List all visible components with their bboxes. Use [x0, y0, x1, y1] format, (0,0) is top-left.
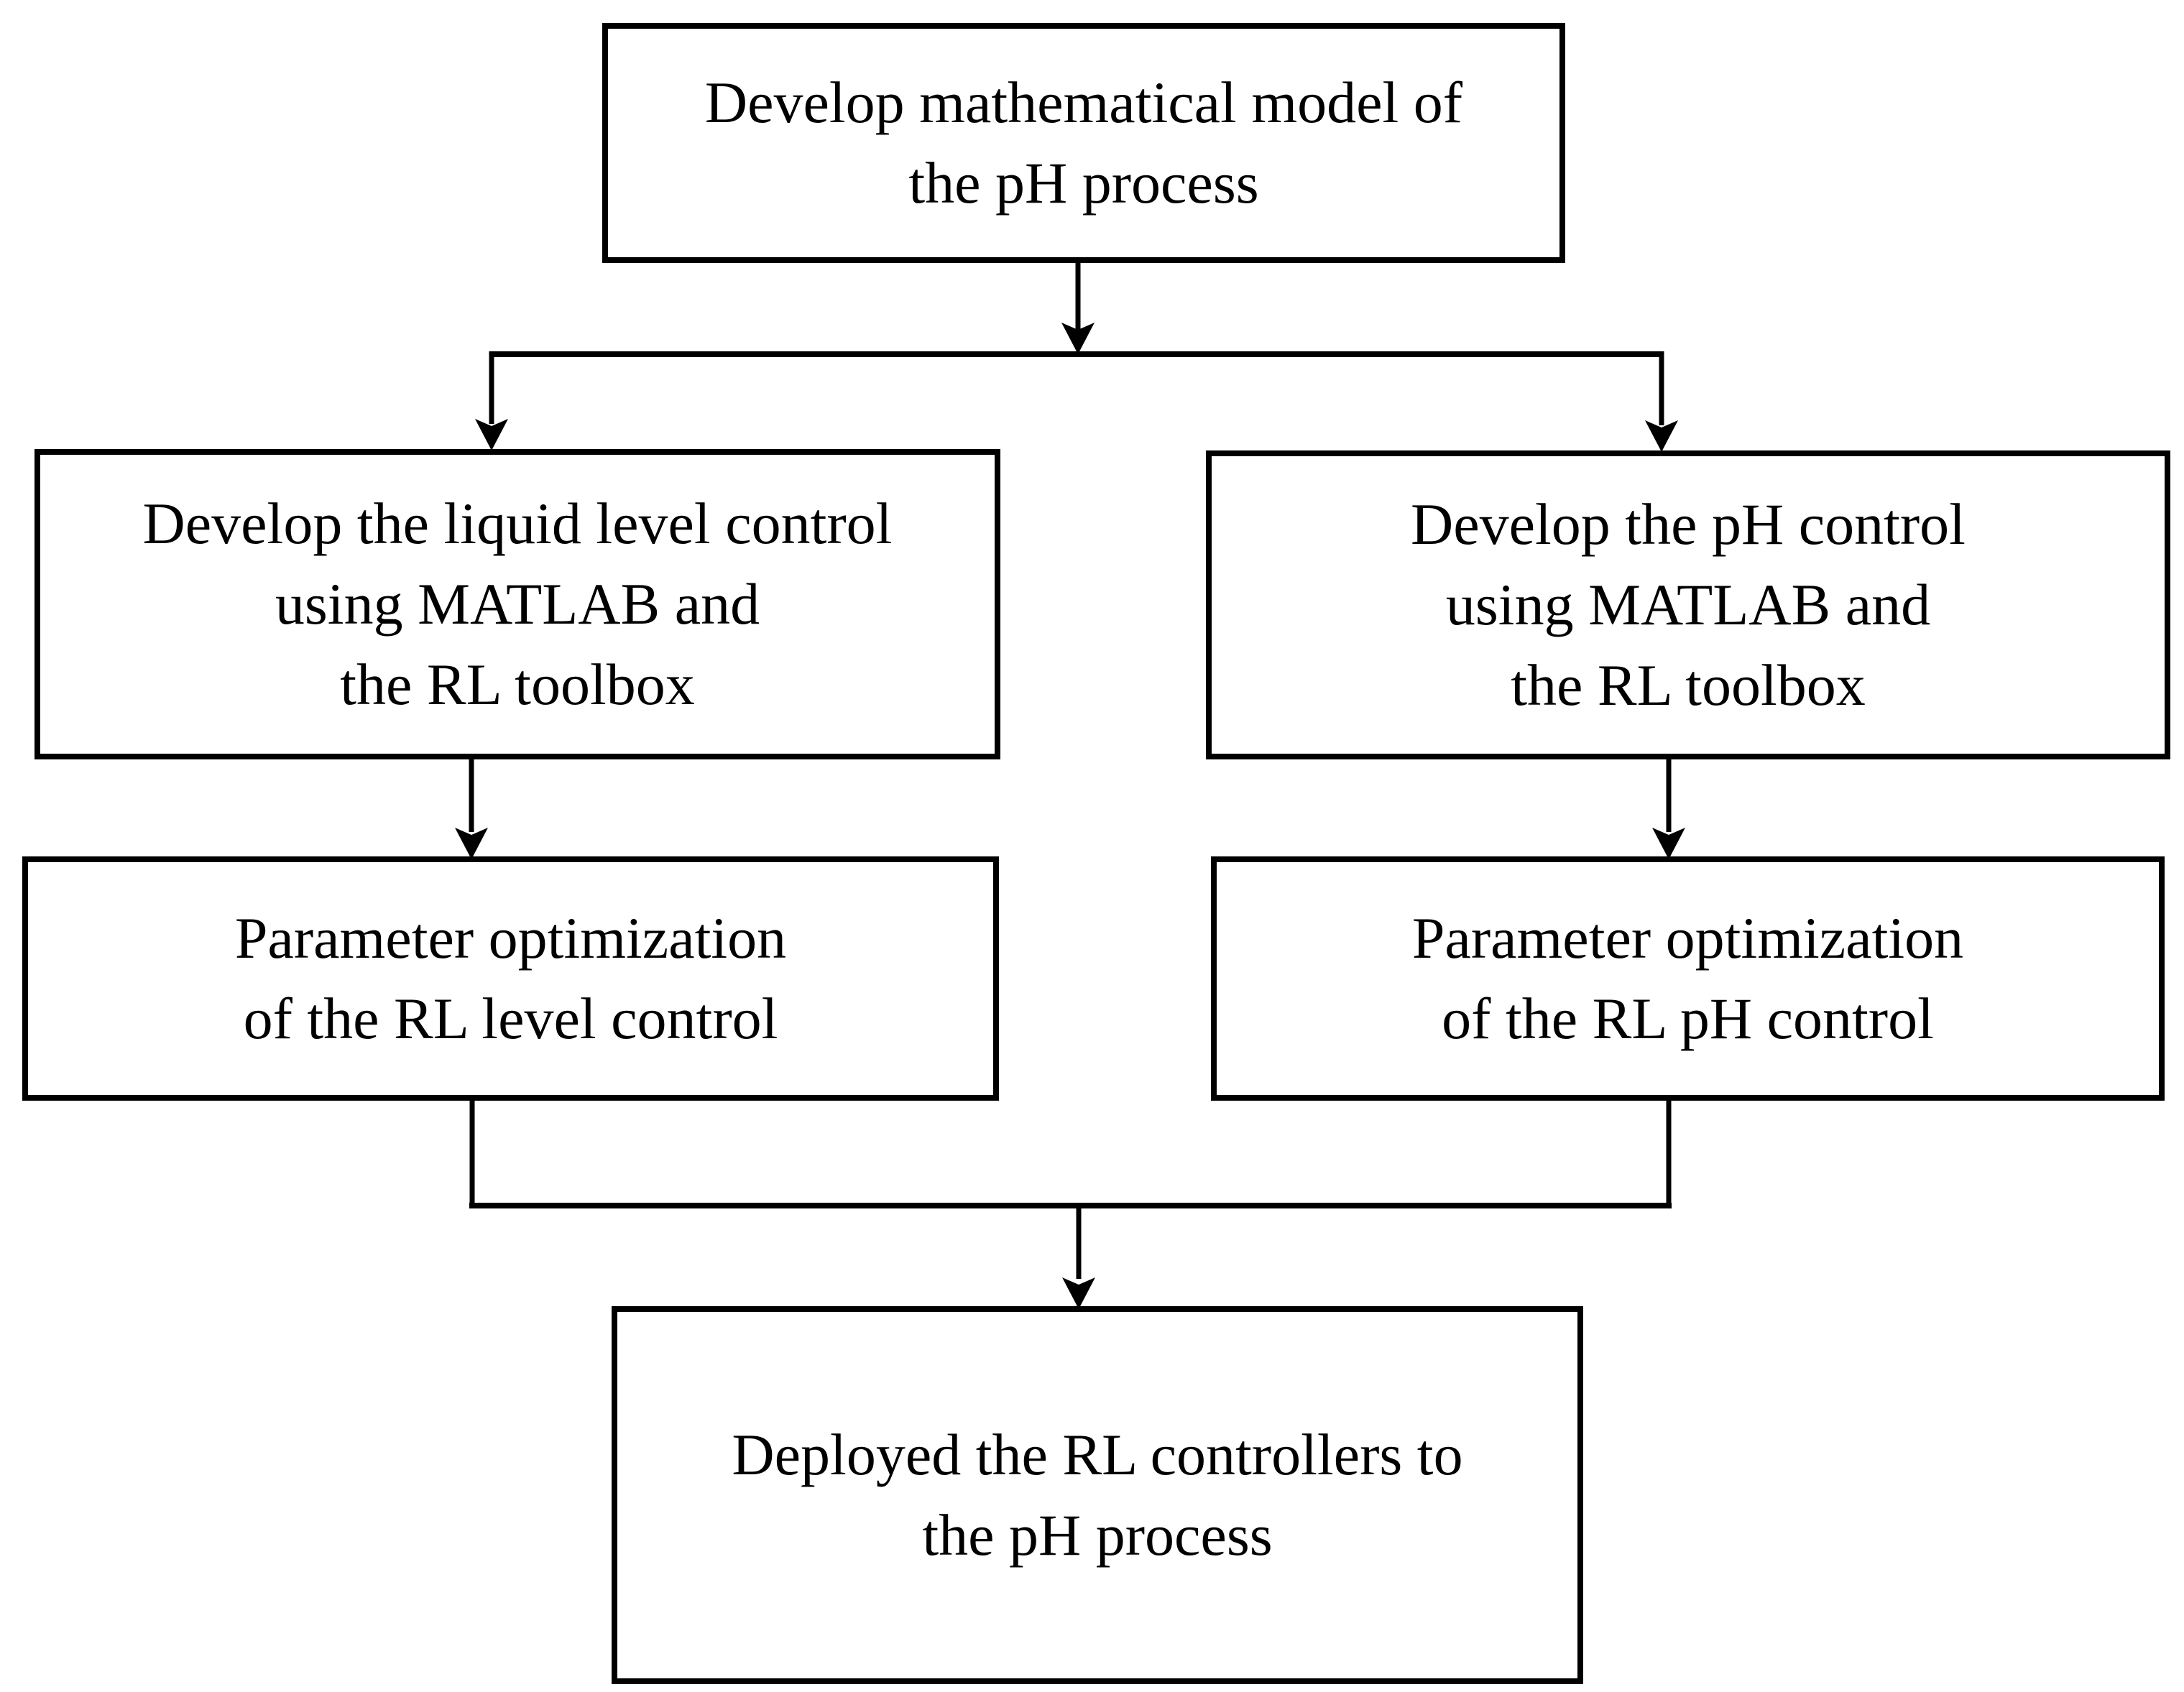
node-text-line: the pH process	[908, 150, 1259, 216]
node-text-line: of the RL level control	[243, 986, 778, 1051]
node-develop-model: Develop mathematical model of the pH pro…	[602, 23, 1565, 263]
arrow-split-to-ph-box	[1645, 351, 1678, 452]
arrow-split-to-level-box	[475, 351, 508, 450]
node-text-line: Parameter optimization	[1411, 905, 1964, 971]
node-param-optimization-level: Parameter optimization of the RL level c…	[22, 856, 999, 1101]
node-develop-ph-control: Develop the pH control using MATLAB and …	[1206, 450, 2170, 759]
node-text-line: Develop the pH control	[1411, 491, 1966, 557]
node-text-line: Develop the liquid level control	[142, 491, 893, 556]
node-text-line: Deployed the RL controllers to	[732, 1422, 1463, 1487]
node-text-line: the RL toolbox	[340, 652, 695, 717]
node-text-line: using MATLAB and	[275, 571, 760, 637]
node-text-line: the pH process	[922, 1502, 1273, 1568]
node-deploy-controllers: Deployed the RL controllers to the pH pr…	[612, 1306, 1583, 1684]
node-text-line: Parameter optimization	[234, 905, 787, 971]
node-text-line: using MATLAB and	[1445, 572, 1931, 637]
arrow-ph-to-param	[1652, 756, 1685, 859]
arrow-merge-to-deploy	[1062, 1203, 1095, 1309]
node-text-line: Develop mathematical model of	[704, 70, 1463, 135]
arrow-level-to-param	[455, 756, 488, 859]
node-param-optimization-ph: Parameter optimization of the RL pH cont…	[1211, 856, 2165, 1101]
node-text-line: the RL toolbox	[1511, 652, 1866, 718]
node-text-line: of the RL pH control	[1442, 986, 1934, 1051]
arrow-model-to-split	[1061, 259, 1095, 354]
node-develop-level-control: Develop the liquid level control using M…	[34, 449, 1000, 759]
